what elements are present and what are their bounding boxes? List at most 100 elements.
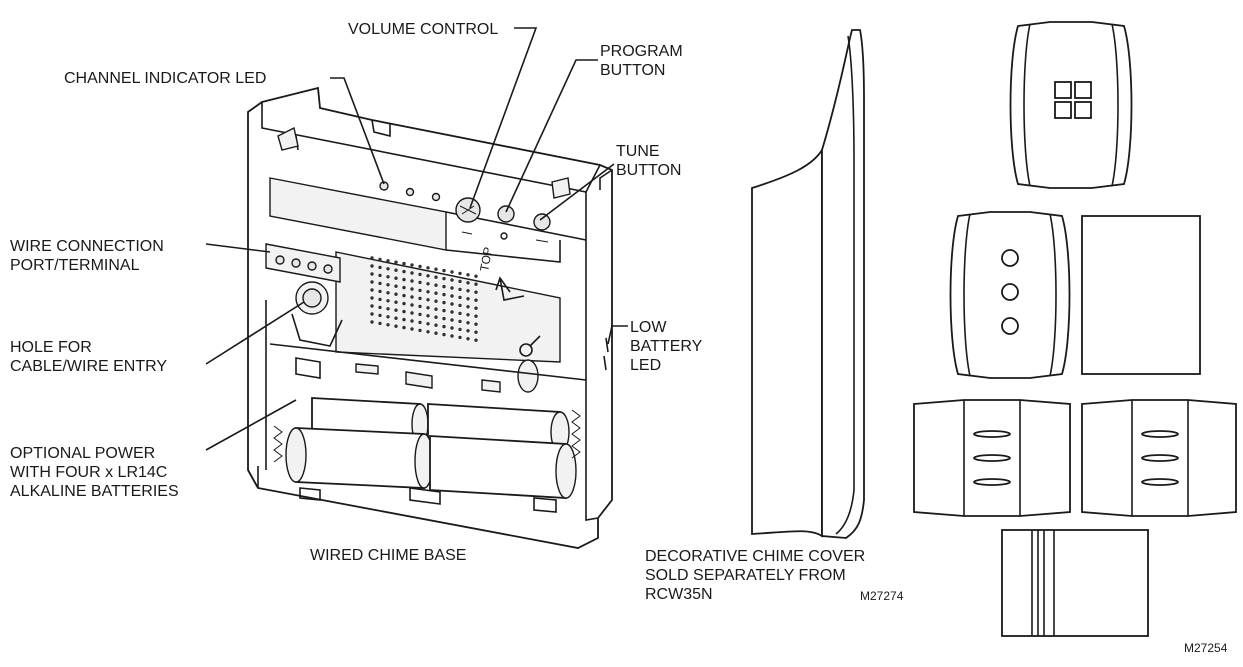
- grille-hole: [402, 301, 406, 306]
- grille-hole: [418, 328, 422, 333]
- grille-hole: [386, 283, 390, 287]
- grille-hole: [370, 288, 374, 292]
- caption-cover-2: SOLD SEPARATELY FROM: [645, 567, 846, 584]
- grille-hole: [402, 293, 406, 298]
- grille-hole: [426, 282, 430, 286]
- grille-hole: [410, 311, 414, 315]
- grille-hole: [450, 270, 454, 274]
- battery-pack: [273, 397, 581, 513]
- grille-hole: [442, 316, 446, 321]
- cover-style-stripes: [1001, 529, 1149, 637]
- grille-hole: [418, 272, 422, 277]
- grille-hole: [426, 298, 430, 302]
- grille-hole: [442, 284, 446, 289]
- grille-hole: [402, 269, 406, 274]
- label-hole-2: CABLE/WIRE ENTRY: [10, 358, 167, 375]
- grille-hole: [426, 274, 430, 278]
- grille-hole: [386, 323, 390, 327]
- label-program-2: BUTTON: [600, 62, 665, 79]
- wire-terminal-block: [265, 243, 341, 283]
- label-program-1: PROGRAM: [600, 43, 683, 60]
- grille-hole: [378, 321, 382, 326]
- grille-hole: [466, 321, 470, 325]
- grille-hole: [386, 299, 390, 303]
- battery-test-key: [517, 335, 541, 393]
- grille-hole: [434, 323, 438, 327]
- grille-hole: [394, 316, 398, 320]
- base-labels: VOLUME CONTROL PROGRAM BUTTON CHANNEL IN…: [10, 21, 703, 564]
- cover-style-plain: [1081, 215, 1201, 375]
- leader-program: [505, 59, 598, 213]
- grille-hole: [466, 329, 470, 333]
- cover-style-slots-right: [1081, 399, 1237, 517]
- chime-base: TOP: [247, 86, 613, 549]
- grille-hole: [370, 296, 374, 300]
- grille-hole: [394, 308, 398, 312]
- leader-tune: [539, 163, 615, 221]
- grille-hole: [410, 303, 414, 307]
- speaker-grille: [370, 256, 478, 342]
- grille-hole: [434, 291, 438, 295]
- label-power-3: ALKALINE BATTERIES: [10, 483, 179, 500]
- label-volume-control: VOLUME CONTROL: [348, 21, 498, 38]
- grille-hole: [402, 285, 406, 290]
- label-channel-led: CHANNEL INDICATOR LED: [64, 70, 266, 87]
- grille-hole: [434, 267, 438, 271]
- label-low-battery-3: LED: [630, 357, 661, 374]
- speaker-panel: [335, 251, 561, 363]
- grille-hole: [426, 322, 430, 326]
- grille-hole: [434, 331, 438, 335]
- grille-hole: [474, 290, 478, 294]
- grille-hole: [442, 324, 446, 329]
- grille-hole: [458, 295, 462, 300]
- grille-hole: [434, 299, 438, 303]
- grille-hole: [394, 292, 398, 296]
- grille-hole: [386, 267, 390, 271]
- grille-hole: [434, 315, 438, 319]
- grille-hole: [458, 335, 462, 340]
- leader-lines: [205, 27, 628, 451]
- grille-hole: [410, 287, 414, 291]
- grille-hole: [442, 268, 446, 273]
- grille-hole: [434, 307, 438, 311]
- grille-hole: [442, 332, 446, 337]
- grille-hole: [450, 302, 454, 306]
- program-button: [497, 205, 515, 223]
- grille-hole: [434, 283, 438, 287]
- grille-hole: [434, 275, 438, 279]
- leader-volume: [469, 27, 538, 209]
- caption-cover-1: DECORATIVE CHIME COVER: [645, 548, 865, 565]
- grille-hole: [418, 312, 422, 317]
- grille-hole: [466, 305, 470, 309]
- caption-cover-code: M27274: [860, 589, 904, 603]
- grille-hole: [378, 265, 382, 270]
- grille-hole: [458, 327, 462, 332]
- grille-hole: [418, 320, 422, 325]
- grille-hole: [450, 318, 454, 322]
- grille-hole: [450, 310, 454, 314]
- grille-hole: [378, 313, 382, 318]
- cover-side-view: [751, 29, 865, 539]
- top-text: TOP: [477, 246, 495, 273]
- grille-hole: [410, 271, 414, 275]
- grille-hole: [402, 261, 406, 266]
- grille-hole: [442, 276, 446, 281]
- grille-hole: [370, 304, 374, 308]
- grille-hole: [426, 314, 430, 318]
- grille-hole: [466, 297, 470, 301]
- grille-hole: [466, 289, 470, 293]
- grille-hole: [402, 309, 406, 314]
- grille-hole: [394, 260, 398, 264]
- label-hole-1: HOLE FOR: [10, 339, 92, 356]
- grille-hole: [418, 264, 422, 269]
- tune-button: [533, 213, 551, 231]
- grille-hole: [450, 326, 454, 330]
- grille-hole: [474, 314, 478, 318]
- label-low-battery-2: BATTERY: [630, 338, 703, 355]
- caption-cover-3: RCW35N: [645, 586, 713, 603]
- grille-hole: [386, 259, 390, 263]
- grille-hole: [418, 288, 422, 293]
- grille-hole: [458, 303, 462, 308]
